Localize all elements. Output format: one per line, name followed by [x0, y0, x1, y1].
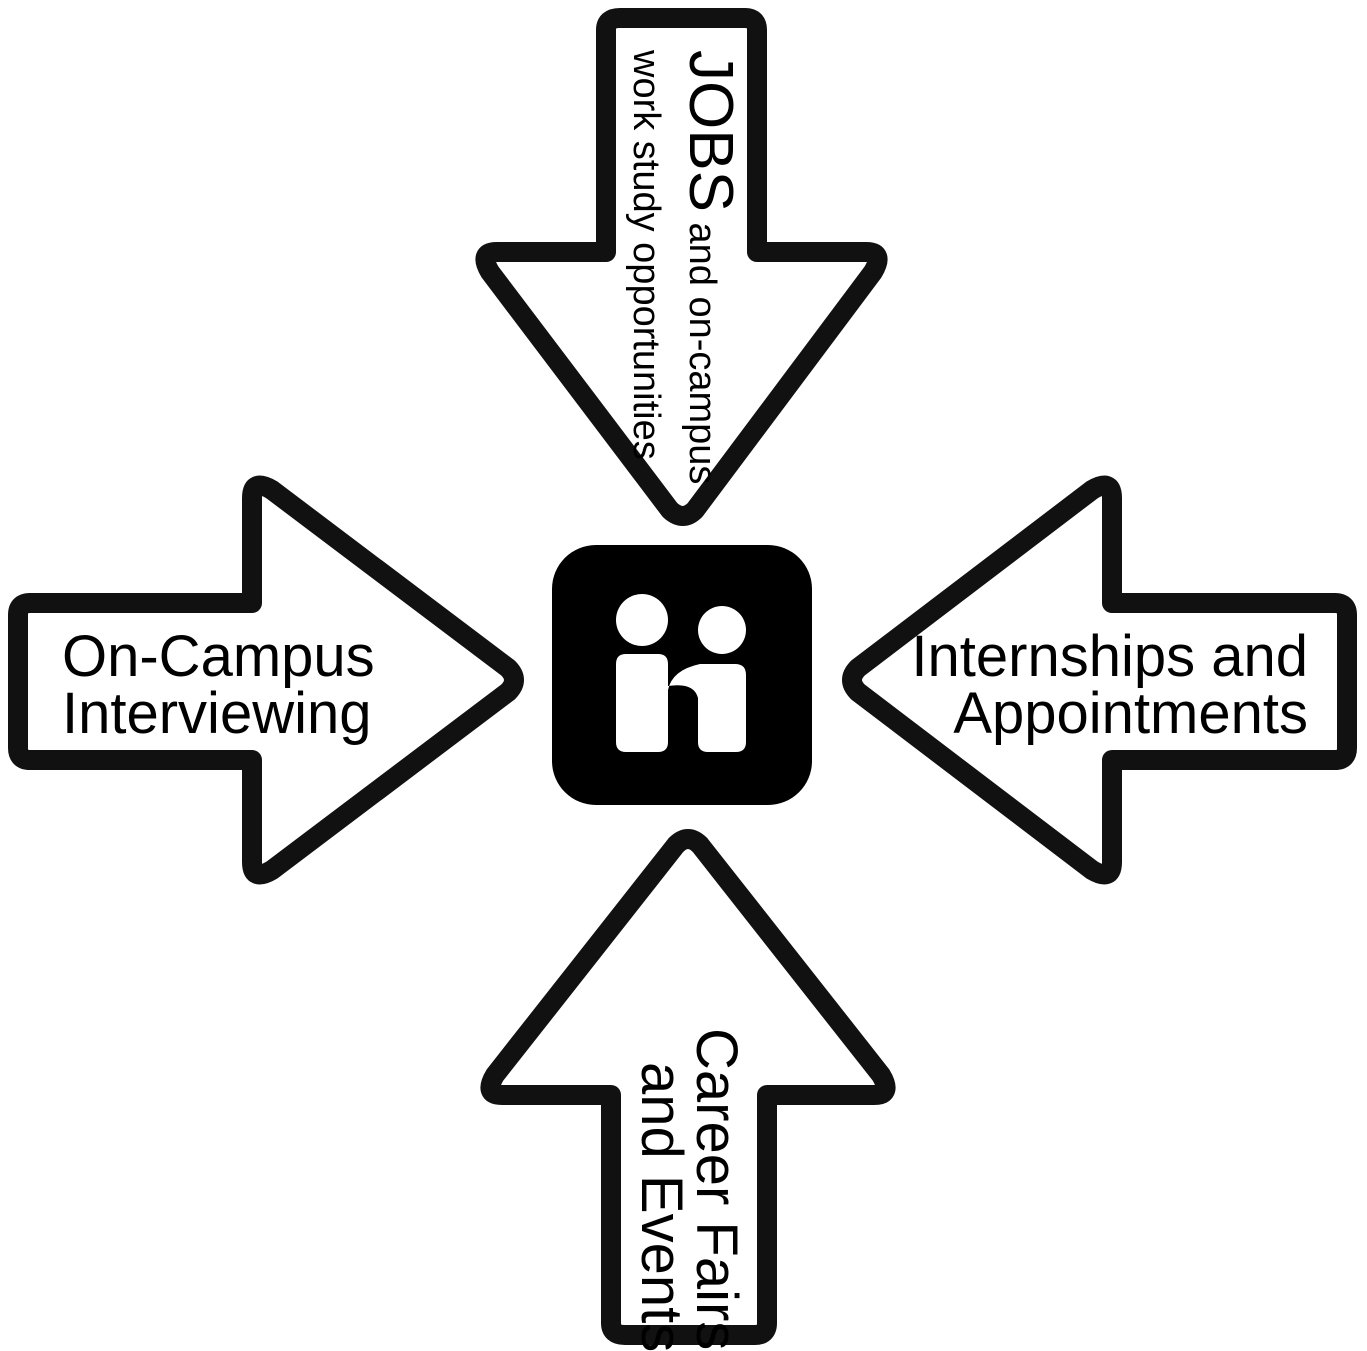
right-arrow-shape: [842, 475, 1357, 885]
bottom-arrow-shape: [480, 829, 896, 1345]
top-arrow-title: JOBS: [676, 50, 745, 212]
right-arrow-label-line2: Appointments: [953, 681, 1308, 746]
top-arrow-label-line1: JOBS and on-campus: [676, 50, 745, 484]
left-arrow: On-Campus Interviewing: [8, 475, 524, 885]
logo-bodies: [616, 654, 746, 752]
logo-left-head: [616, 594, 668, 646]
top-arrow-title-suffix: and on-campus: [681, 212, 723, 485]
top-arrow-shape: [475, 8, 888, 526]
left-arrow-label-line1: On-Campus: [62, 624, 375, 689]
logo-right-head: [698, 606, 746, 654]
top-arrow: JOBS and on-campus work study opportunit…: [475, 8, 888, 526]
bottom-arrow: Career Fairs and Events: [480, 829, 896, 1351]
left-arrow-shape: [8, 475, 524, 885]
left-arrow-label-line2: Interviewing: [62, 681, 371, 746]
top-arrow-label-line2: work study opportunities: [625, 49, 667, 460]
right-arrow-label-line1: Internships and: [911, 624, 1308, 689]
bottom-arrow-label-line1: Career Fairs: [684, 1028, 749, 1350]
bottom-arrow-label-line2: and Events: [629, 1062, 694, 1351]
right-arrow: Internships and Appointments: [842, 475, 1357, 885]
handshake-logo-icon: [552, 545, 812, 805]
